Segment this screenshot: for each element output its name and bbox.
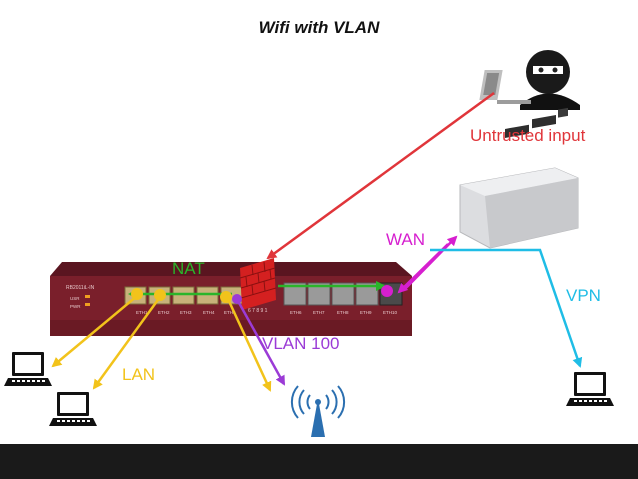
vpn-gateway-icon	[459, 107, 579, 249]
port-label: ETH3	[180, 310, 192, 315]
laptop-icon	[49, 392, 97, 426]
port-dot	[232, 294, 242, 304]
port-label: ETH10	[383, 310, 398, 315]
lan-arrow-1	[51, 295, 138, 368]
lan-label: LAN	[122, 365, 156, 384]
firewall-icon	[239, 258, 277, 310]
router-mid-numbers: 6 7 8 9 1	[248, 308, 268, 314]
router-model-text: RB2011iL-IN	[66, 285, 95, 291]
port-label: ETH4	[203, 310, 215, 315]
slide-title: Wifi with VLAN	[258, 18, 380, 37]
port-dot	[154, 289, 166, 301]
port-label: ETH9	[360, 310, 372, 315]
port-label: ETH6	[290, 310, 302, 315]
bottom-bar	[0, 444, 638, 479]
router-led-label: USR	[70, 296, 80, 301]
port-dot	[131, 288, 143, 300]
port-dot	[220, 291, 232, 303]
router-led-label: PWR	[70, 304, 81, 309]
wifi-antenna-icon	[290, 385, 346, 437]
hacker-icon	[479, 50, 580, 110]
wan-arrow-back	[397, 243, 449, 294]
port-label: ETH1	[136, 310, 148, 315]
untrusted-arrow	[266, 91, 495, 260]
port-label: ETH2	[158, 310, 170, 315]
untrusted-input-label: Untrusted input	[470, 126, 586, 145]
vpn-arrow	[430, 248, 583, 368]
wan-label: WAN	[386, 230, 426, 249]
port-label: ETH7	[313, 310, 325, 315]
lan-arrow-2	[92, 296, 162, 390]
port-dot	[381, 285, 393, 297]
vpn-label: VPN	[566, 286, 601, 305]
port-label: ETH8	[337, 310, 349, 315]
vlan-label: VLAN 100	[262, 334, 340, 353]
laptop-icon	[566, 372, 614, 406]
port-label: ETH5	[224, 310, 236, 315]
nat-label: NAT	[172, 259, 205, 278]
laptop-icon	[4, 352, 52, 386]
vlan-arrow-purple	[236, 300, 286, 386]
vlan-arrow-yellow	[226, 298, 272, 392]
